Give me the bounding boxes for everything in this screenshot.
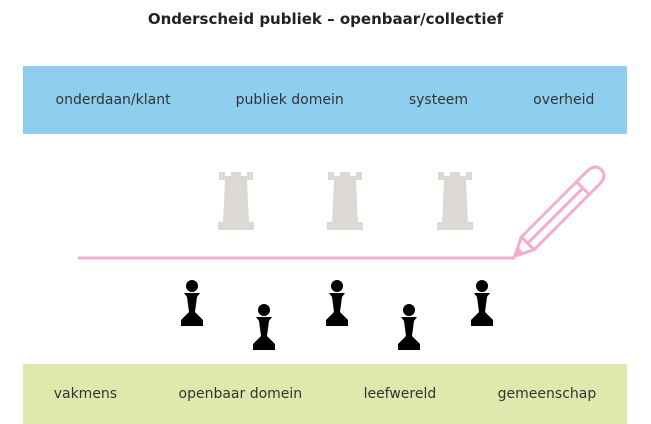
bottom-label-gemeenschap: gemeenschap xyxy=(497,386,597,402)
chess-pawn-icon xyxy=(181,280,203,326)
chess-pawn-icon xyxy=(253,304,275,350)
pencil-icon xyxy=(513,165,606,258)
diagram-title: Onderscheid publiek – openbaar/collectie… xyxy=(147,10,504,28)
bottom-label-leefwereld: leefwereld xyxy=(363,386,437,402)
bottom-label-vakmens: vakmens xyxy=(53,386,118,402)
top-label-overheid: overheid xyxy=(533,92,595,108)
chess-rook-icon xyxy=(218,172,254,230)
chess-pawn-icon xyxy=(326,280,348,326)
top-label-publiek-domein: publiek domein xyxy=(235,92,344,108)
top-label-onderdaan-klant: onderdaan/klant xyxy=(55,92,171,108)
bottom-label-openbaar-domein: openbaar domein xyxy=(178,386,303,402)
chess-rook-icon xyxy=(437,172,473,230)
top-band: onderdaan/klant publiek domein systeem o… xyxy=(23,66,627,134)
chess-pawn-icon xyxy=(471,280,493,326)
top-label-systeem: systeem xyxy=(408,92,469,108)
bottom-band: vakmens openbaar domein leefwereld gemee… xyxy=(23,364,627,424)
chess-rook-icon xyxy=(327,172,363,230)
chess-pawn-icon xyxy=(398,304,420,350)
